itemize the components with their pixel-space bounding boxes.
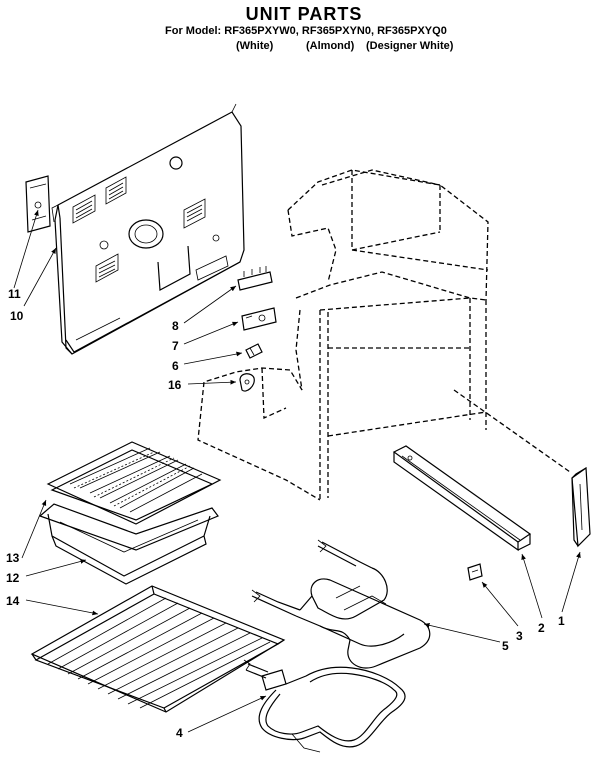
part-6-terminal-block xyxy=(237,266,273,291)
variant-designer-white: (Designer White) xyxy=(366,40,454,52)
part-3-clip xyxy=(467,563,483,581)
callout-labels: 11 10 8 7 6 16 13 12 14 4 5 3 2 1 xyxy=(6,287,565,740)
callout-leaders xyxy=(13,209,581,733)
part-11-bracket xyxy=(25,175,51,233)
callout-7: 6 xyxy=(172,359,179,373)
callout-3: 3 xyxy=(516,629,523,643)
callout-1: 1 xyxy=(558,614,565,628)
callout-4: 4 xyxy=(176,726,183,740)
callout-11: 11 xyxy=(8,287,21,301)
callout-5: 5 xyxy=(502,639,509,653)
variant-white: (White) xyxy=(236,40,274,52)
part-4-broil-element xyxy=(243,659,406,753)
part-7-clip xyxy=(245,343,263,359)
oven-cabinet-frame xyxy=(197,169,571,501)
part-5-bake-element xyxy=(251,539,431,669)
callout-6: 8 xyxy=(172,319,179,333)
part-16-grommet xyxy=(239,373,255,392)
model-numbers: For Model: RF365PXYW0, RF365PXYN0, RF365… xyxy=(165,25,447,37)
variant-almond: (Almond) xyxy=(306,40,355,52)
part-10-rear-panel xyxy=(51,103,245,355)
part-12-broiler-pan xyxy=(38,503,219,585)
callout-12: 12 xyxy=(6,571,20,585)
part-8-bracket xyxy=(241,307,277,331)
callout-8: 7 xyxy=(172,339,179,353)
callout-14: 14 xyxy=(6,594,20,608)
page-title: UNIT PARTS xyxy=(245,4,363,24)
part-1-side-trim xyxy=(571,466,591,548)
callout-13: 13 xyxy=(6,551,20,565)
callout-2: 2 xyxy=(538,621,545,635)
callout-10: 10 xyxy=(10,309,24,323)
callout-16: 16 xyxy=(168,378,182,392)
part-13-broiler-grid xyxy=(46,441,222,525)
part-2-support-bar xyxy=(392,445,532,552)
part-14-oven-rack xyxy=(30,585,286,713)
